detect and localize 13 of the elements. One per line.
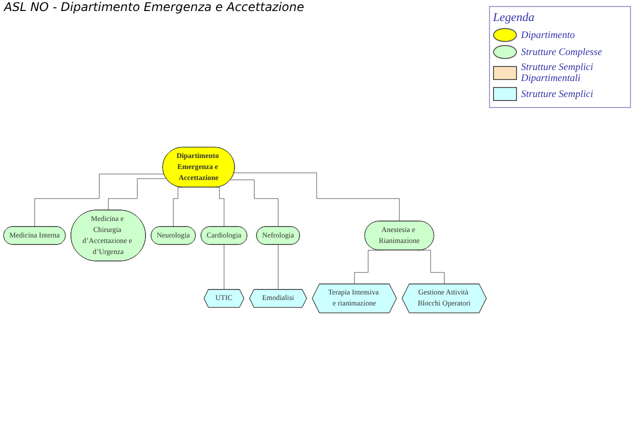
connector: [230, 180, 279, 228]
connector: [214, 187, 224, 228]
legend-heading: Legenda: [493, 10, 536, 25]
legend-label: Strutture Semplici: [521, 88, 594, 100]
connector: [234, 172, 400, 222]
connector: [173, 187, 183, 228]
connector: [108, 178, 167, 210]
connector: [278, 244, 279, 290]
legend-label: Strutture Semplici Dipartimentali: [521, 62, 594, 84]
legend-label: Dipartimento: [521, 30, 575, 40]
diagram-title: ASL NO - Dipartimento Emergenza e Accettazione: [4, 0, 304, 14]
legend-label: Strutture Complesse: [521, 46, 602, 58]
connector: [34, 174, 164, 228]
